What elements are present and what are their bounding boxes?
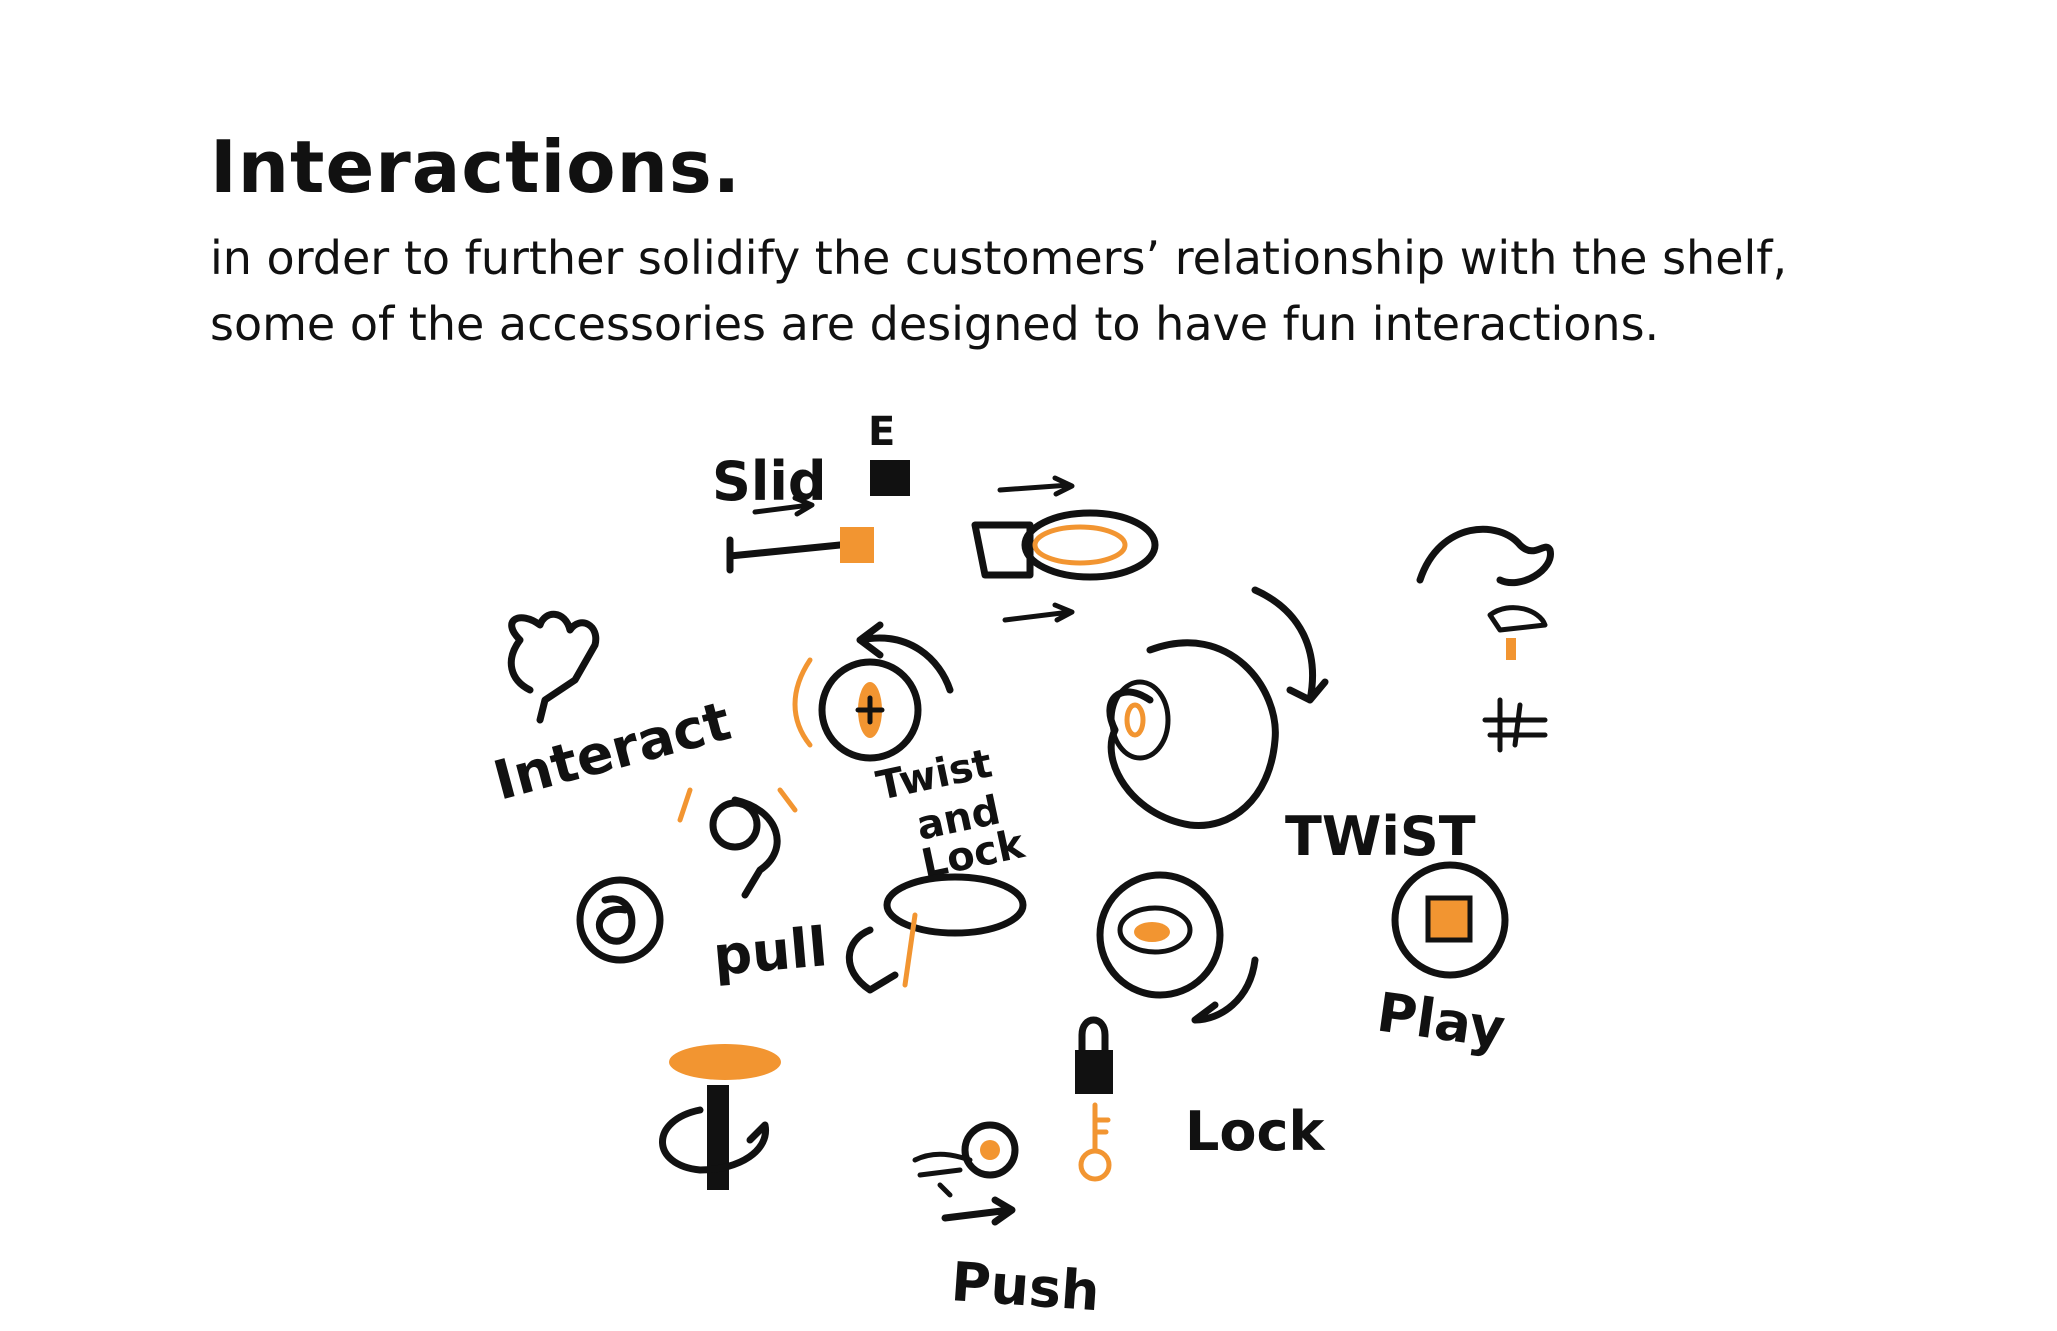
- spinner-arrow-icon: [659, 1106, 770, 1174]
- slide-sketch: Slid E: [712, 409, 910, 574]
- clip-inner-icon: [1032, 524, 1128, 566]
- twist-and-lock-sketch: Twist and Lock: [792, 621, 1029, 888]
- key-shaft-icon: [1092, 1102, 1111, 1153]
- ring-arrow-icon: [1191, 956, 1259, 1024]
- plus-icon: [855, 695, 885, 725]
- slide-title: Interactions.: [210, 125, 742, 209]
- pull-ring-icon: [576, 876, 664, 964]
- pull-sketch: pull: [576, 787, 830, 988]
- hook-stem-icon: [902, 912, 918, 988]
- label-interact: Interact: [487, 689, 737, 812]
- hook-sketch: [845, 873, 1027, 994]
- label-play: Play: [1373, 980, 1509, 1060]
- clip-loop-icon: [1021, 509, 1159, 581]
- play-button-outer-icon: [1391, 861, 1509, 979]
- hand-icon: [507, 610, 600, 724]
- label-twist: TWiST: [1285, 805, 1476, 868]
- lever-icon: [1416, 525, 1554, 587]
- slide-arrow-icon: [752, 495, 815, 517]
- play-sketch: Play: [1373, 861, 1509, 1061]
- spinner-post-icon: [707, 1085, 729, 1190]
- lock-sketch: Lock: [1075, 1016, 1326, 1182]
- twist-big-arrow-icon: [1251, 586, 1329, 704]
- label-lock: Lock: [1185, 1100, 1326, 1163]
- pull-loop-icon: [595, 895, 636, 945]
- label-slide-e: E: [868, 409, 895, 455]
- twist-sketch: TWiST: [1106, 586, 1476, 868]
- spinner-disc-icon: [669, 1044, 781, 1080]
- push-arrow-icon: [941, 1196, 1016, 1226]
- lever-base-icon: [1482, 697, 1548, 753]
- lever-stem-icon: [1506, 638, 1516, 660]
- slide-block-icon: [870, 460, 910, 496]
- hook-arrow-icon: [845, 926, 899, 994]
- ring-sketch: [1096, 871, 1259, 1024]
- twist-dial-icon: [818, 658, 922, 762]
- ring-core-icon: [1134, 922, 1170, 942]
- twist-knob-core-icon: [1124, 702, 1146, 738]
- interact-sketch: Interact: [487, 610, 737, 813]
- push-sketch: Push: [912, 1121, 1102, 1323]
- slide-knob-icon: [840, 527, 874, 563]
- slide-body-text: in order to further solidify the custome…: [210, 231, 1788, 351]
- twist-knob-hole-icon: [1109, 679, 1171, 761]
- twist-orange-arrow-icon: [792, 657, 813, 748]
- spinner-sketch: [659, 1044, 781, 1190]
- ring-inner-icon: [1117, 905, 1193, 955]
- padlock-icon: [1075, 1050, 1113, 1094]
- label-push: Push: [949, 1250, 1102, 1323]
- padlock-shackle-icon: [1078, 1016, 1109, 1054]
- label-pull: pull: [711, 915, 830, 988]
- twist-arrow-icon: [856, 621, 954, 694]
- pull-arrows-icon: [677, 787, 798, 823]
- slide-rod-icon: [726, 536, 844, 574]
- clip-body-icon: [971, 521, 1034, 579]
- lever-eye-icon: [1487, 605, 1548, 633]
- pull-hand-icon: [731, 796, 781, 899]
- clip-sketch: [971, 475, 1159, 623]
- push-button-core-icon: [980, 1140, 1000, 1160]
- push-button-outer-icon: [961, 1121, 1019, 1179]
- push-finger-icon: [912, 1151, 973, 1198]
- play-square-icon: [1425, 895, 1473, 943]
- clip-arrow-bottom-icon: [1002, 602, 1075, 623]
- key-head-icon: [1078, 1148, 1112, 1182]
- ring-outer-icon: [1096, 871, 1224, 999]
- pull-knob-icon: [709, 799, 761, 851]
- clip-arrow-top-icon: [997, 475, 1075, 497]
- hook-cap-icon: [883, 873, 1027, 937]
- lever-sketch: [1416, 525, 1554, 753]
